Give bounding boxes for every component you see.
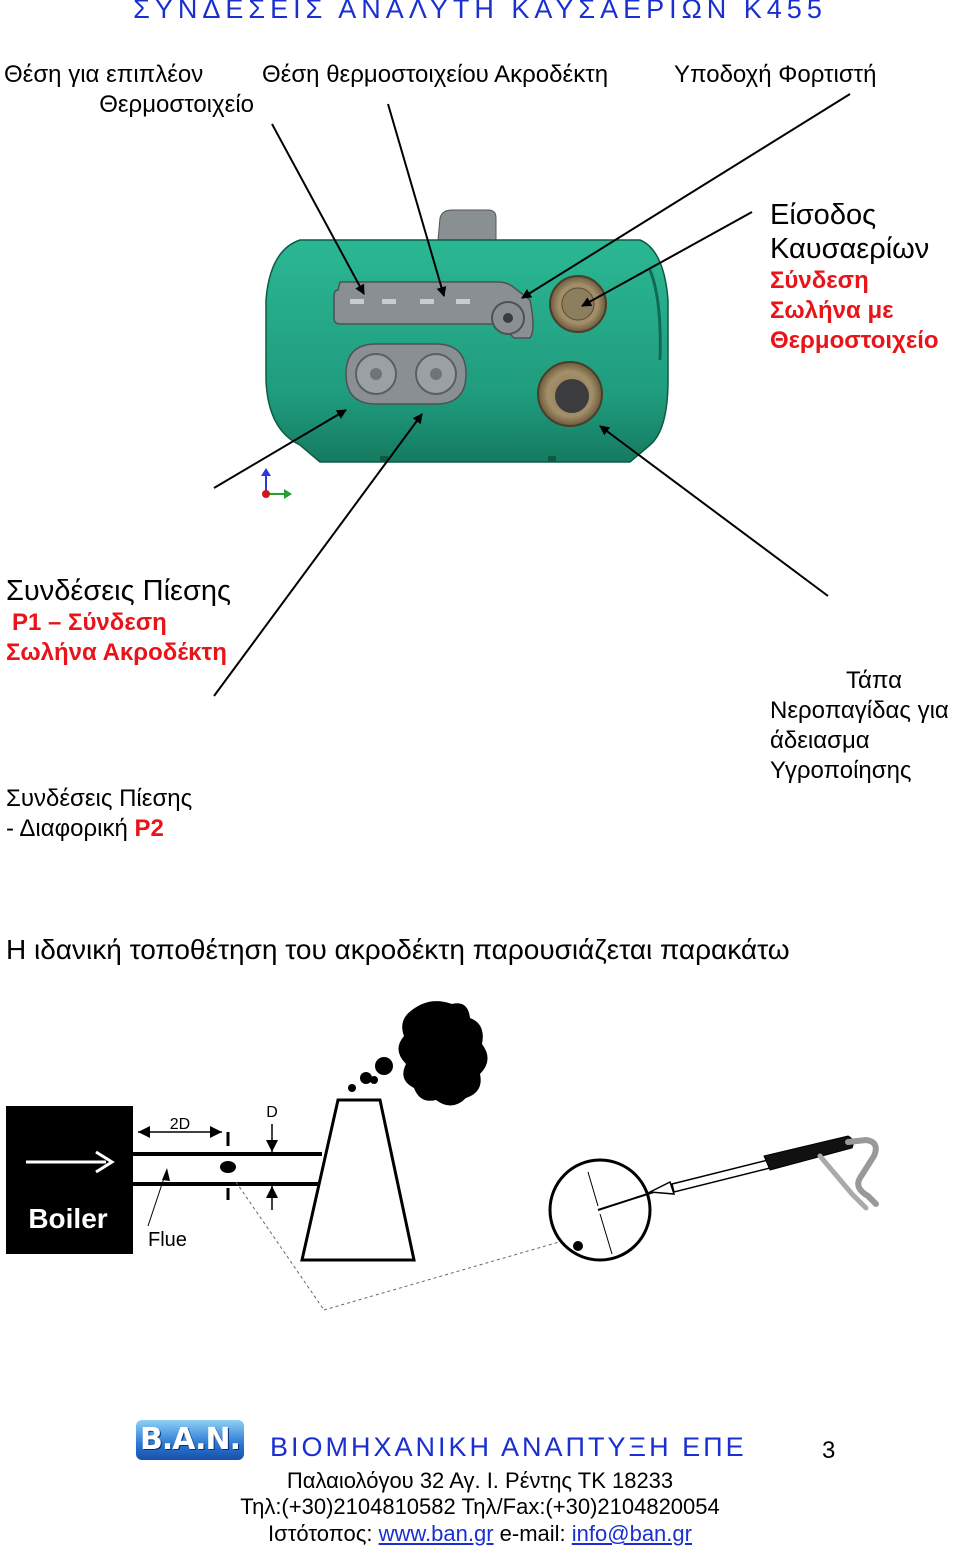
boiler-box bbox=[6, 1106, 133, 1254]
callout-dotted-1 bbox=[235, 1181, 325, 1311]
dim-2d-label: 2D bbox=[170, 1116, 190, 1133]
water-trap-line3: άδειασμα bbox=[770, 727, 870, 754]
leader-pressure-p1 bbox=[213, 409, 347, 489]
leader-charger bbox=[521, 93, 851, 299]
axis-x-head bbox=[284, 489, 292, 499]
charger-socket-pin bbox=[503, 313, 513, 323]
device-foot-left bbox=[380, 456, 388, 462]
probe-shaft bbox=[597, 1189, 661, 1211]
pin-slot-2 bbox=[382, 299, 396, 304]
pressure-p1-label: Συνδέσεις Πίεσης P1 – Σύνδεση Σωλήνα Ακρ… bbox=[6, 574, 231, 668]
water-trap-line1: Τάπα bbox=[846, 667, 902, 694]
extra-probe-label-line2: Θερμοστοιχείο bbox=[99, 91, 254, 118]
pin-slot-4 bbox=[456, 299, 470, 304]
top-connector bbox=[437, 209, 497, 241]
pressure-p1-port-center bbox=[370, 368, 382, 380]
leader-thermocouple bbox=[387, 103, 447, 297]
footer-phones: Τηλ:(+30)2104810582 Τηλ/Fax:(+30)2104820… bbox=[240, 1494, 720, 1519]
extra-probe-label-line1: Θέση για επιπλέον bbox=[4, 61, 204, 88]
dim-d-head-bottom bbox=[266, 1186, 278, 1198]
water-trap-line4: Υγροποίησης bbox=[770, 757, 912, 784]
pressure-p1-red1: P1 – Σύνδεση bbox=[12, 609, 167, 636]
chimney bbox=[300, 1098, 416, 1262]
page-title: ΣΥΝΔΕΣΕΙΣ ΑΝΑΛΥΤΗ ΚΑΥΣΑΕΡΙΩΝ Κ455 bbox=[133, 0, 827, 24]
leader-extra-probe bbox=[271, 123, 365, 295]
email-link[interactable]: info@ban.gr bbox=[571, 1521, 692, 1546]
footer-email-label: e-mail: bbox=[493, 1521, 572, 1546]
pressure-p1-red2: Σωλήνα Ακροδέκτη bbox=[6, 639, 227, 666]
flue-inlet-label: Είσοδος Καυσαερίων Σύνδεση Σωλήνα με Θερ… bbox=[770, 198, 939, 356]
leader-water-trap bbox=[599, 425, 829, 597]
flue-inlet-red1: Σύνδεση bbox=[770, 267, 869, 294]
zoom-dim-upper bbox=[587, 1171, 599, 1207]
water-trap-line2: Νεροπαγίδας για bbox=[770, 697, 949, 724]
thermocouple-position-label: Θέση θερμοστοιχείου Ακροδέκτη bbox=[262, 61, 609, 88]
water-trap-plug bbox=[555, 379, 589, 413]
smoke-cloud bbox=[398, 1001, 488, 1106]
extra-probe-label: Θέση για επιπλέον Θερμοστοιχείο bbox=[4, 60, 254, 120]
website-link[interactable]: www.ban.gr bbox=[378, 1521, 494, 1546]
pin-slot-1 bbox=[350, 299, 364, 304]
pressure-p2-port-center bbox=[430, 368, 442, 380]
flue-label: Flue bbox=[148, 1229, 187, 1251]
boiler-arrow-head bbox=[95, 1150, 115, 1174]
page-number: 3 bbox=[822, 1437, 836, 1464]
smoke-puff-1 bbox=[375, 1057, 393, 1075]
smoke-puff-4 bbox=[370, 1076, 378, 1084]
footer-website-label: Ιστότοπος: bbox=[268, 1521, 379, 1546]
smoke-puff-2 bbox=[360, 1072, 372, 1084]
flue-gas-inlet-inner bbox=[561, 287, 595, 321]
flue-inlet-line2: Καυσαερίων bbox=[770, 233, 930, 265]
probe-handle bbox=[763, 1135, 854, 1171]
dim-d-label: D bbox=[266, 1104, 278, 1121]
device-foot-right bbox=[548, 456, 556, 462]
sample-point bbox=[220, 1161, 236, 1173]
probe-hose bbox=[845, 1136, 879, 1207]
analyzer-device-diagram bbox=[213, 93, 851, 697]
axis-z-head bbox=[261, 468, 271, 476]
footer-address: Παλαιολόγου 32 Αγ. Ι. Ρέντης ΤΚ 18233 bbox=[286, 1468, 674, 1493]
footer-company-name: ΒΙΟΜΗΧΑΝΙΚΗ ΑΝΑΠΤΥΞΗ ΕΠΕ bbox=[270, 1432, 747, 1462]
smoke-puff-3 bbox=[348, 1084, 356, 1092]
pressure-p2-prefix: - Διαφορική bbox=[6, 815, 135, 842]
device-body bbox=[265, 239, 669, 463]
probe-hose-branch bbox=[817, 1153, 869, 1211]
dim-2d-head-left bbox=[138, 1126, 150, 1138]
pressure-p2-red: P2 bbox=[134, 815, 164, 842]
boiler-label: Boiler bbox=[28, 1203, 107, 1234]
dim-2d-head-right bbox=[210, 1126, 222, 1138]
flue-inlet-red3: Θερμοστοιχείο bbox=[770, 327, 939, 354]
flue-inlet-red2: Σωλήνα με bbox=[770, 297, 894, 324]
pressure-p2-line2: - Διαφορική P2 bbox=[6, 814, 192, 844]
zoom-dim-lower bbox=[599, 1213, 613, 1255]
water-trap-label: Τάπα Νεροπαγίδας για άδειασμα Υγροποίηση… bbox=[770, 666, 949, 786]
zoom-circle bbox=[548, 1158, 652, 1262]
device-body-ridge bbox=[648, 269, 662, 361]
flue-leader-head bbox=[162, 1168, 170, 1181]
leader-flue-inlet bbox=[581, 211, 753, 307]
company-logo: B.A.N. bbox=[136, 1420, 244, 1460]
axis-origin bbox=[262, 490, 270, 498]
pressure-p2-line1: Συνδέσεις Πίεσης bbox=[6, 785, 193, 812]
pressure-p1-line1: Συνδέσεις Πίεσης bbox=[6, 575, 231, 607]
placement-note: Η ιδανική τοποθέτηση του ακροδέκτη παρου… bbox=[6, 934, 790, 965]
probe-cone bbox=[647, 1180, 676, 1195]
callout-dotted-2 bbox=[323, 1239, 567, 1311]
flue-inlet-line1: Είσοδος bbox=[770, 199, 877, 231]
dim-d-head-top bbox=[266, 1140, 278, 1152]
zoom-point bbox=[573, 1241, 583, 1251]
pressure-p2-label: Συνδέσεις Πίεσης - Διαφορική P2 bbox=[6, 784, 192, 844]
leader-pressure-p2 bbox=[213, 413, 423, 697]
footer-contact: Ιστότοπος: www.ban.gr e-mail: info@ban.g… bbox=[0, 1521, 960, 1547]
charger-socket-label: Υποδοχή Φορτιστή bbox=[674, 61, 877, 88]
pin-slot-3 bbox=[420, 299, 434, 304]
probe-tube bbox=[671, 1159, 771, 1193]
flue-leader bbox=[147, 1171, 167, 1227]
